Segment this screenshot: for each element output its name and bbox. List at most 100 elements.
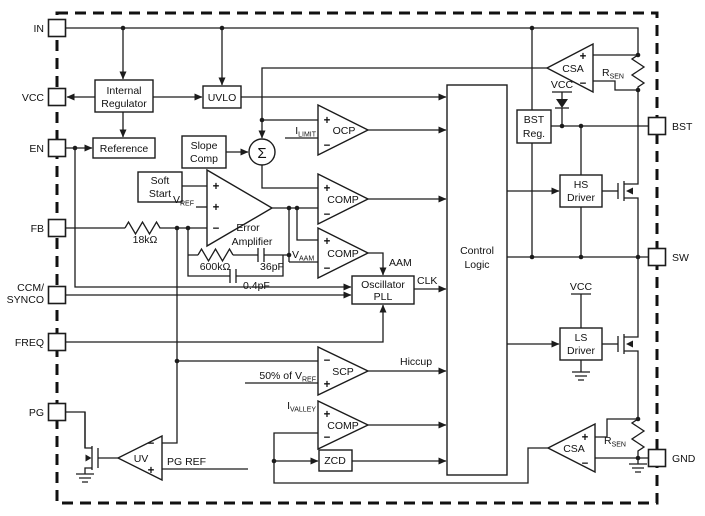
- comp1-plus: +: [324, 183, 331, 195]
- csa1-label: CSA: [562, 63, 584, 75]
- net-sum-to-comp1: [261, 165, 318, 189]
- pin-label-sw: SW: [672, 252, 689, 264]
- c04-capacitor: [229, 269, 237, 283]
- net-csa2-plus: [595, 418, 638, 438]
- block-bst-reg: BST Reg.: [516, 109, 552, 144]
- comp3-label: COMP: [327, 420, 359, 432]
- pin-label-freq: FREQ: [15, 337, 44, 349]
- block-uvlo: UVLO: [202, 85, 242, 109]
- block-control-logic: Control Logic: [446, 84, 508, 476]
- comp1-minus: −: [324, 209, 331, 221]
- error-amplifier-label-1: Error: [236, 222, 260, 234]
- ls-driver-label-1: LS: [575, 332, 588, 344]
- zcd-label: ZCD: [324, 455, 346, 467]
- csa2-label: CSA: [563, 443, 585, 455]
- block-reference: Reference: [92, 137, 156, 159]
- bst-reg-label-2: Reg.: [523, 128, 545, 140]
- comp3-plus: +: [324, 409, 331, 421]
- comp3-minus: −: [324, 432, 331, 444]
- soft-start-label-1: Soft: [151, 175, 170, 187]
- net-csa1-minus: [593, 80, 638, 91]
- hs-mosfet: [617, 90, 639, 257]
- slope-comp-label-2: Comp: [190, 153, 218, 165]
- pin-sw: SW: [647, 247, 689, 267]
- pwm-comparator: + − COMP: [317, 172, 370, 226]
- comp2-plus: +: [324, 236, 331, 248]
- error-amplifier: + + − Error Amplifier: [206, 168, 274, 248]
- valley-comparator: + − COMP: [317, 399, 370, 451]
- error-amplifier-label-2: Amplifier: [232, 236, 273, 248]
- net-en-to-osc: [74, 148, 352, 291]
- c36-capacitor: [257, 248, 265, 262]
- ground-icon: [629, 463, 647, 473]
- pin-label-en: EN: [29, 143, 44, 155]
- vcc-bst-label: VCC: [551, 79, 574, 91]
- ivalley-label: IVALLEY: [287, 400, 316, 414]
- net-fb-compensation: [187, 228, 289, 277]
- pin-label-synco: SYNCO: [7, 294, 44, 306]
- rsen2-resistor: [630, 418, 646, 458]
- net-vcc-lsdriver: [571, 293, 591, 328]
- rsen1-label: RSEN: [602, 67, 624, 81]
- ground-icon: [572, 371, 590, 381]
- net-in-top: [66, 27, 639, 55]
- ilimit-label: ILIMIT: [295, 125, 317, 139]
- oscillator-label-1: Oscillator: [361, 279, 405, 291]
- pin-label-ccm: CCM/: [17, 282, 44, 294]
- scp-ref-label: 50% of VREF: [259, 370, 316, 384]
- slope-comp-label-1: Slope: [191, 140, 218, 152]
- hs-driver-label-2: Driver: [567, 192, 596, 204]
- reference-label: Reference: [100, 143, 149, 155]
- vref-label: VREF: [173, 194, 194, 208]
- vcc-ls-label: VCC: [570, 281, 593, 293]
- scp-label: SCP: [332, 366, 354, 378]
- r18-label: 18kΩ: [133, 234, 158, 246]
- comp2-label: COMP: [327, 248, 359, 260]
- control-logic-label-1: Control: [460, 245, 494, 257]
- junction-dots: [72, 25, 641, 464]
- sigma-icon: Σ: [257, 145, 266, 162]
- pgref-label: PG REF: [167, 456, 206, 468]
- soft-start-label-2: Start: [149, 188, 171, 200]
- pg-mosfet: [84, 412, 99, 474]
- bootstrap-diode: [552, 91, 572, 126]
- csa-low-side: + − CSA: [546, 422, 596, 474]
- r600-resistor: [197, 247, 234, 263]
- internal-regulator-label-1: Internal: [106, 85, 141, 97]
- pin-label-gnd: GND: [672, 453, 696, 465]
- ocp-minus: −: [324, 140, 331, 152]
- pin-ccm-synco: CCM/ SYNCO: [7, 282, 67, 306]
- pin-bst: BST: [647, 116, 693, 136]
- pin-fb: FB: [31, 218, 67, 238]
- net-fb-sense: [162, 228, 318, 444]
- rsen1-resistor: [630, 54, 646, 90]
- ls-mosfet: [617, 257, 639, 419]
- block-soft-start: Soft Start: [137, 171, 183, 203]
- uv-minus: −: [148, 438, 155, 450]
- block-zcd: ZCD: [318, 449, 353, 472]
- net-comp2-aam: [368, 252, 387, 276]
- pin-gnd: GND: [647, 448, 696, 468]
- r600-label: 600kΩ: [200, 261, 231, 273]
- comp1-label: COMP: [327, 194, 359, 206]
- pin-label-bst: BST: [672, 121, 693, 133]
- ea-plus-2: +: [213, 202, 220, 214]
- scp-comparator: − + SCP: [317, 345, 370, 397]
- ocp-comparator: + − OCP: [317, 103, 370, 157]
- uv-comparator: − + UV: [116, 434, 163, 482]
- c04-label: 0.4pF: [243, 280, 270, 292]
- hs-driver-label-1: HS: [574, 179, 589, 191]
- ground-symbols: [76, 371, 647, 483]
- pin-label-pg: PG: [29, 407, 44, 419]
- c36-label: 36pF: [260, 261, 284, 273]
- pin-pg: PG: [29, 402, 67, 422]
- ocp-plus: +: [324, 115, 331, 127]
- pin-in: IN: [34, 18, 67, 38]
- scp-minus: −: [324, 355, 331, 367]
- net-pg: [66, 411, 86, 448]
- pin-label-fb: FB: [31, 223, 44, 235]
- vaam-label: VAAM: [292, 249, 314, 263]
- ic-boundary: [55, 11, 659, 505]
